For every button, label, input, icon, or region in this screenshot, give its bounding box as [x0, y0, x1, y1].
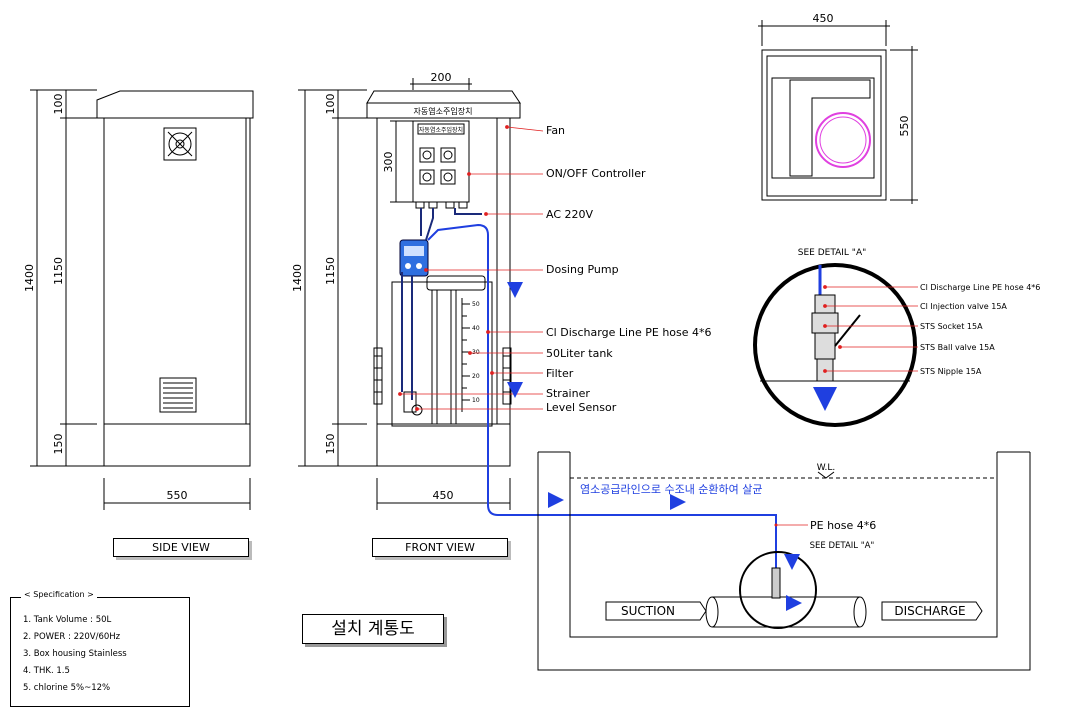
fan-icon [163, 127, 197, 161]
chemical-tank [391, 281, 493, 427]
side-roof [96, 90, 254, 119]
top-view [758, 20, 918, 204]
panel-plate-text: 자동염소주입장치 [419, 126, 463, 134]
side-dim-width: 550 [167, 489, 188, 502]
side-dim-base: 150 [52, 434, 65, 455]
top-view-tank-ring [815, 112, 871, 168]
front-dim-width: 450 [433, 489, 454, 502]
side-dim-total: 1400 [23, 264, 36, 292]
front-roof [366, 90, 521, 104]
detail-a [753, 263, 917, 427]
suction-arrow [605, 601, 707, 621]
top-dim-depth: 550 [898, 116, 911, 137]
detail-label-ball-valve: STS Ball valve 15A [920, 343, 995, 352]
detail-ref: SEE DETAIL "A" [810, 541, 875, 551]
discharge-label: DISCHARGE [894, 604, 965, 618]
spec-item: 5. chlorine 5%~12% [23, 683, 111, 693]
specification-title: < Specification > [21, 590, 97, 599]
side-dim-top: 100 [52, 94, 65, 115]
callout-filter: Filter [546, 367, 574, 380]
front-dim-panel: 300 [382, 152, 395, 173]
tank-scale-40: 40 [472, 325, 480, 332]
specification-list: 1. Tank Volume : 50L 2. POWER : 220V/60H… [11, 598, 189, 697]
specification-box: < Specification > 1. Tank Volume : 50L 2… [10, 590, 190, 707]
tank-scale: 50 40 30 20 10 [472, 301, 480, 404]
callout-tank: 50Liter tank [546, 347, 613, 360]
callout-lines [398, 125, 544, 411]
side-cabinet [103, 117, 251, 467]
front-dim-top: 100 [324, 94, 337, 115]
side-view [30, 89, 254, 510]
drawing-title: 설치 계통도 [302, 614, 444, 644]
callout-ac: AC 220V [546, 208, 594, 221]
hoses [401, 208, 777, 590]
detail-callout-lines [823, 285, 918, 373]
vent-louver-icon [159, 377, 197, 413]
callout-controller: ON/OFF Controller [546, 167, 646, 180]
control-panel [412, 120, 470, 203]
suction-label: SUCTION [621, 604, 675, 618]
korean-note: 염소공급라인으로 수조내 순환하여 살균 [580, 482, 763, 496]
detail-a-marker [739, 551, 817, 629]
front-dim-total: 1400 [291, 264, 304, 292]
detail-label-discharge: Cl Discharge Line PE hose 4*6 [920, 283, 1040, 292]
callout-strainer: Strainer [546, 387, 590, 400]
side-view-label: SIDE VIEW [113, 538, 249, 557]
detail-label-socket: STS Socket 15A [920, 322, 983, 331]
discharge-arrow [881, 601, 983, 621]
callout-level-sensor: Level Sensor [546, 401, 617, 414]
tank-scale-50: 50 [472, 301, 480, 308]
tank-scale-20: 20 [472, 373, 480, 380]
callout-pe-hose: PE hose 4*6 [810, 519, 876, 532]
water-level-label: W.L. [817, 463, 836, 473]
detail-label-injection: Cl Injection valve 15A [920, 302, 1007, 311]
spec-item: 4. THK. 1.5 [23, 666, 70, 676]
callout-fan: Fan [546, 124, 565, 137]
detail-title: SEE DETAIL "A" [798, 248, 866, 258]
top-dim-width: 450 [813, 12, 834, 25]
nameplate-text: 자동염소주입장치 [414, 106, 473, 116]
spec-item: 3. Box housing Stainless [23, 649, 127, 659]
front-dim-base: 150 [324, 434, 337, 455]
front-view-label: FRONT VIEW [372, 538, 508, 557]
callout-discharge-line: Cl Discharge Line PE hose 4*6 [546, 326, 712, 339]
front-dim-top-width: 200 [431, 71, 452, 84]
dosing-pump-icon [399, 239, 429, 277]
detail-label-nipple: STS Nipple 15A [920, 367, 982, 376]
spec-item: 2. POWER : 220V/60Hz [23, 632, 121, 642]
spec-item: 1. Tank Volume : 50L [23, 615, 112, 625]
tank-scale-30: 30 [472, 349, 480, 356]
tank-scale-10: 10 [472, 397, 480, 404]
front-dim-mid: 1150 [324, 257, 337, 285]
side-dim-mid: 1150 [52, 257, 65, 285]
callout-pump: Dosing Pump [546, 263, 619, 276]
